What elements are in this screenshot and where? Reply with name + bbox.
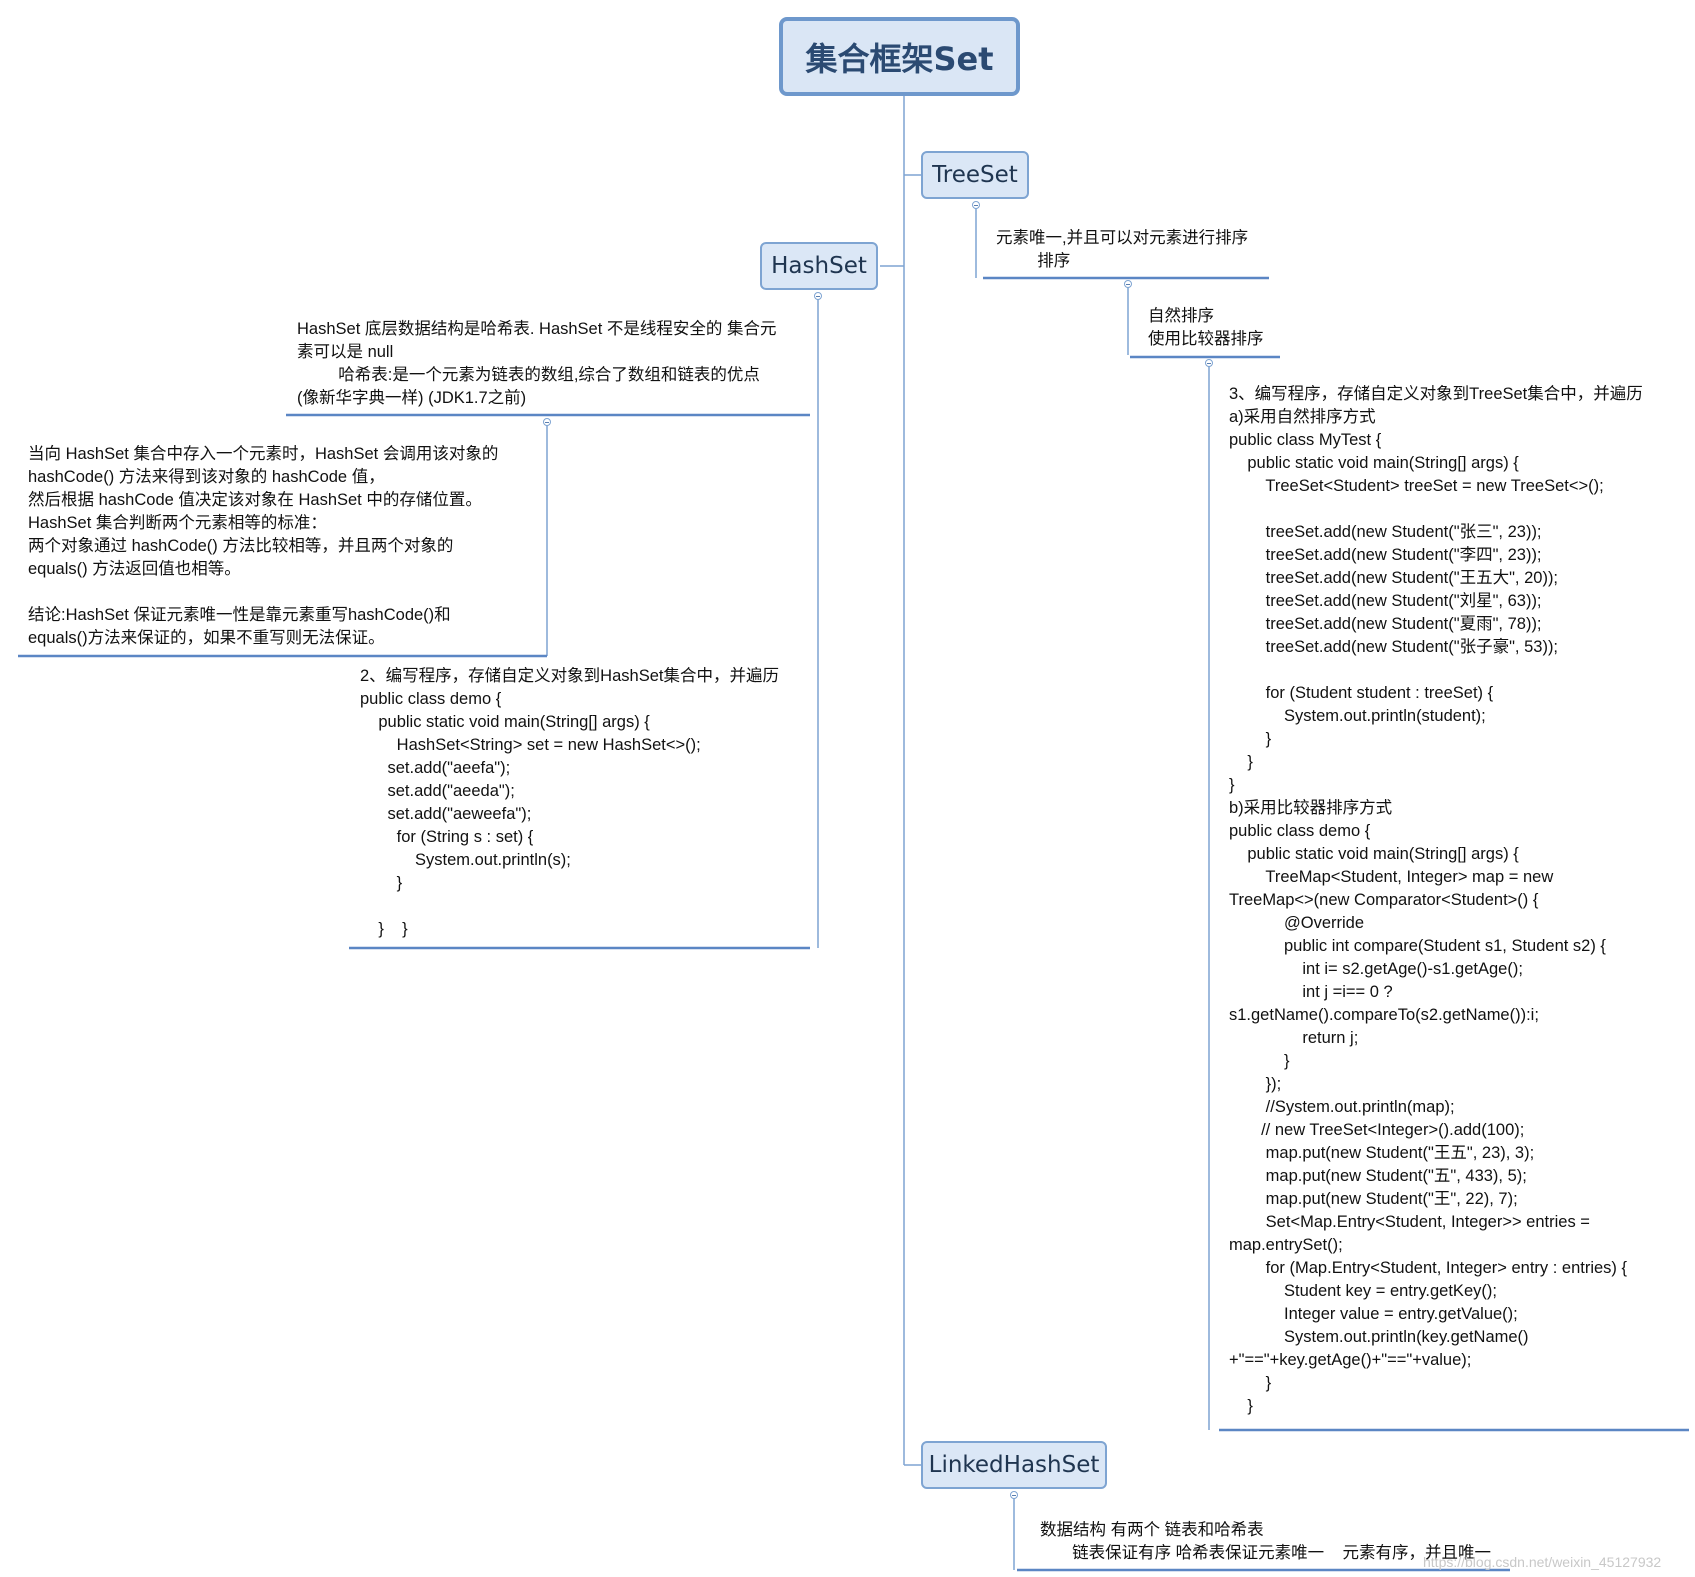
topic-linkedhashset[interactable]: LinkedHashSet: [921, 1441, 1107, 1489]
topic-linkedhashset-label: LinkedHashSet: [928, 1452, 1100, 1478]
hashset-description: HashSet 底层数据结构是哈希表. HashSet 不是线程安全的 集合元 …: [297, 320, 777, 407]
treeset-description: 元素唯一,并且可以对元素进行排序 排序: [996, 229, 1249, 270]
central-topic[interactable]: 集合框架Set: [779, 17, 1020, 96]
central-topic-label: 集合框架Set: [805, 39, 994, 78]
treeset-desc-collapse-toggle[interactable]: [1124, 280, 1132, 288]
treeset-code-example: 3、编写程序，存储自定义对象到TreeSet集合中，并遍历 a)采用自然排序方式…: [1229, 385, 1643, 1415]
treeset-sort-methods: 自然排序 使用比较器排序: [1148, 307, 1264, 348]
treeset-sort-collapse-toggle[interactable]: [1205, 359, 1213, 367]
hashset-uniqueness-detail: 当向 HashSet 集合中存入一个元素时，HashSet 会调用该对象的 ha…: [28, 445, 499, 647]
topic-treeset[interactable]: TreeSet: [921, 151, 1029, 199]
linkedhashset-collapse-toggle[interactable]: [1010, 1491, 1018, 1499]
linkedhashset-description: 数据结构 有两个 链表和哈希表 链表保证有序 哈希表保证元素唯一 元素有序，并且…: [1040, 1521, 1492, 1562]
treeset-collapse-toggle[interactable]: [972, 201, 980, 209]
hashset-code-example: 2、编写程序，存储自定义对象到HashSet集合中，并遍历 public cla…: [360, 667, 779, 938]
hashset-collapse-toggle[interactable]: [814, 292, 822, 300]
hashset-desc-collapse-toggle[interactable]: [543, 418, 551, 426]
topic-treeset-label: TreeSet: [932, 162, 1018, 188]
watermark: https://blog.csdn.net/weixin_45127932: [1423, 1554, 1662, 1570]
topic-hashset-label: HashSet: [771, 253, 867, 279]
topic-hashset[interactable]: HashSet: [760, 242, 878, 290]
